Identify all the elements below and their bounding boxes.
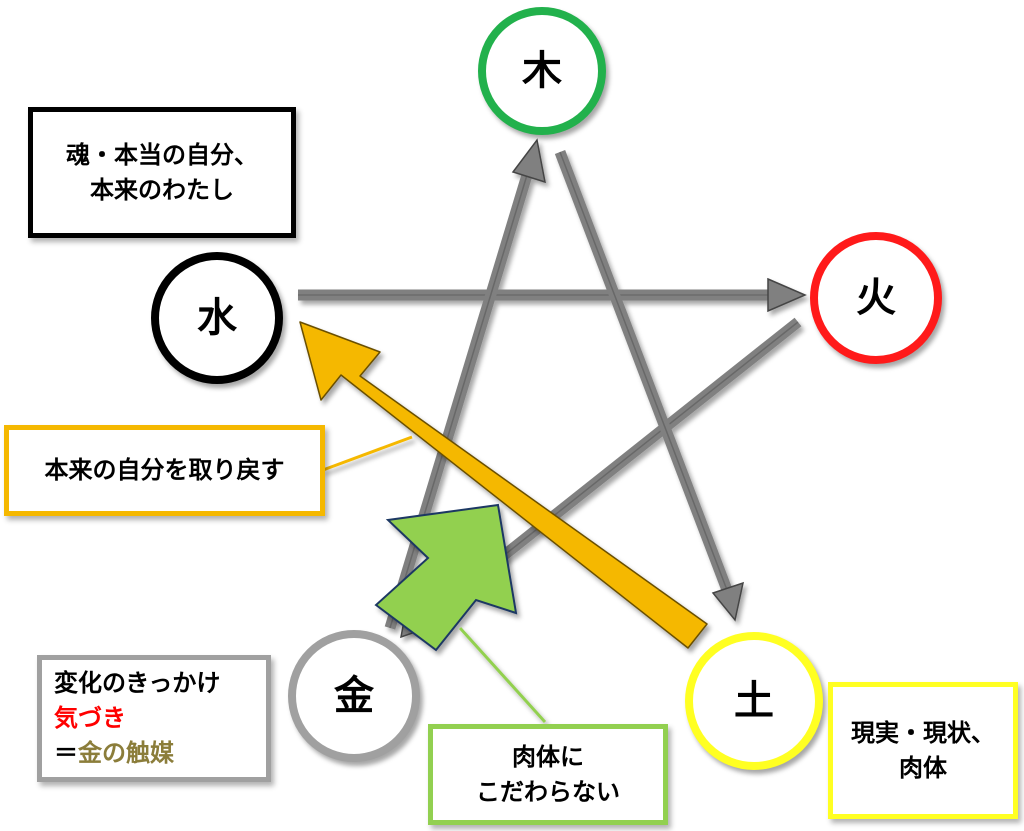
reality-line1: 現実・現状、: [851, 718, 995, 747]
body-free-line2: こだわらない: [476, 777, 620, 806]
catalyst-line3: ＝金の触媒: [54, 736, 174, 771]
arrow-wood-to-earth: [554, 150, 745, 622]
catalyst-box: 変化のきっかけ 気づき ＝金の触媒: [37, 655, 271, 782]
catalyst-line1: 変化のきっかけ: [54, 669, 221, 698]
reclaim-box: 本来の自分を取り戻す: [4, 425, 325, 516]
reality-box: 現実・現状、 肉体: [828, 682, 1018, 819]
soul-line2: 本来のわたし: [90, 175, 234, 204]
catalyst-line3-main: 金の触媒: [78, 738, 174, 767]
body-free-line1: 肉体に: [512, 742, 584, 771]
catalyst-line2: 気づき: [54, 704, 126, 733]
body-arrow: [374, 503, 547, 724]
element-fire-circle: 火: [810, 232, 942, 364]
element-metal-label: 金: [334, 673, 374, 719]
arrow-water-to-fire: [298, 277, 807, 313]
arrow-metal-to-wood: [384, 138, 546, 630]
reclaim-text: 本来の自分を取り戻す: [44, 456, 285, 485]
element-metal-circle: 金: [288, 630, 420, 762]
element-water-label: 水: [197, 295, 237, 341]
reality-line2: 肉体: [899, 753, 947, 782]
reclaim-arrow: [299, 321, 708, 649]
element-wood-circle: 木: [478, 7, 606, 135]
pentagram-arrows: [298, 138, 807, 639]
soul-box: 魂・本当の自分、 本来のわたし: [28, 107, 296, 238]
element-water-circle: 水: [151, 252, 283, 384]
body-free-box: 肉体に こだわらない: [428, 724, 668, 825]
soul-line1: 魂・本当の自分、: [66, 140, 258, 169]
element-earth-circle: 土: [685, 632, 823, 770]
element-wood-label: 木: [522, 48, 562, 94]
catalyst-line3-prefix: ＝: [54, 738, 78, 767]
element-fire-label: 火: [856, 275, 896, 321]
element-earth-label: 土: [734, 678, 774, 724]
